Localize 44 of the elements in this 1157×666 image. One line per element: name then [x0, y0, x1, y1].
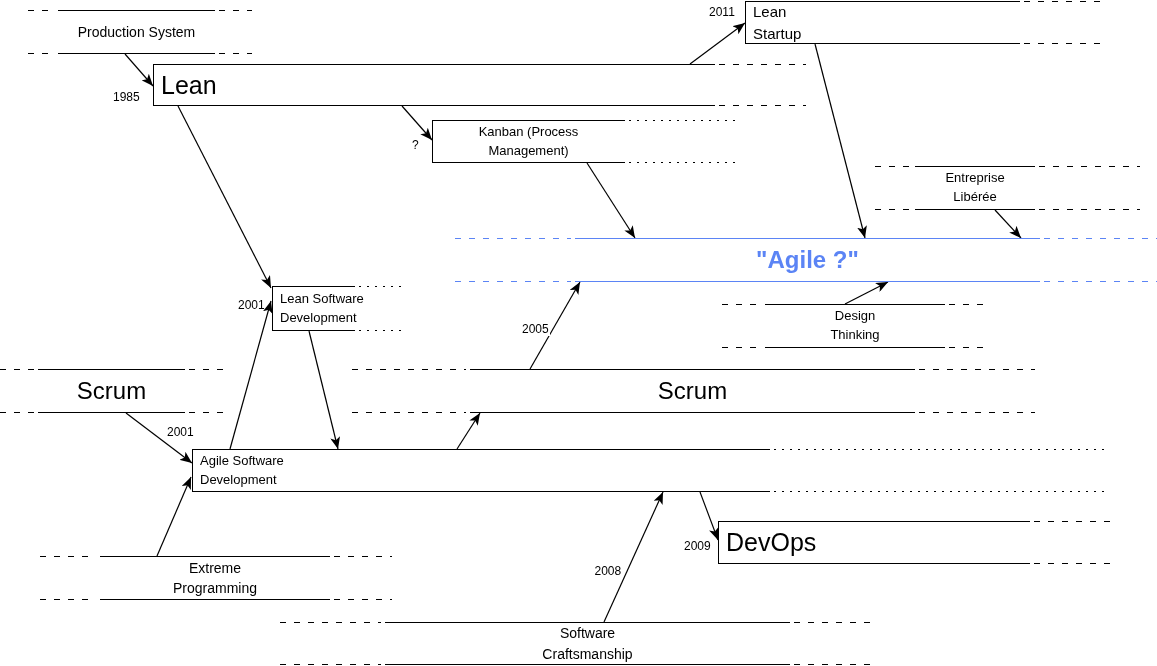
band-title: Design Thinking: [829, 307, 881, 344]
band-title: Entreprise Libérée: [944, 169, 1006, 206]
band-title: Lean Software Development: [279, 289, 365, 327]
arrow: [994, 209, 1022, 239]
band-title: Scrum: [657, 375, 728, 406]
timeline-band: [455, 238, 1157, 282]
timeline-band: [352, 369, 1035, 413]
arrow: [229, 300, 273, 450]
year-label: 2001: [238, 298, 265, 312]
edge-label: 2005: [521, 321, 550, 336]
arrow: [456, 412, 481, 450]
year-label: ?: [412, 138, 419, 152]
arrow: [699, 491, 719, 541]
arrow: [603, 491, 664, 623]
arrow: [308, 330, 340, 450]
band-title: Production System: [77, 22, 196, 42]
band-title: Lean: [160, 69, 217, 101]
arrow: [529, 281, 581, 370]
band-title: "Agile ?": [756, 244, 859, 275]
band-title: Lean Startup: [752, 1, 803, 44]
timeline-band: [40, 556, 392, 600]
arrow: [177, 105, 272, 289]
edge-label: 2001: [166, 425, 195, 439]
arrow: [156, 476, 192, 557]
arrow: [124, 53, 154, 87]
arrow: [586, 162, 636, 239]
edge-label: 2008: [593, 564, 623, 578]
arrow: [125, 412, 193, 464]
year-label: 2011: [709, 5, 735, 19]
band-title: Extreme Programming: [172, 558, 258, 598]
arrow: [401, 105, 433, 141]
timeline-band: [0, 369, 225, 413]
year-label: 2009: [684, 539, 711, 553]
timeline-band: [875, 166, 1140, 210]
band-title: Kanban (Process Management): [477, 122, 580, 160]
band-title: DevOps: [725, 527, 817, 559]
band-title: Agile Software Development: [199, 451, 285, 489]
arrow: [689, 22, 746, 65]
band-title: Software Craftsmanship: [541, 624, 634, 664]
timeline-band: [28, 10, 252, 54]
arrow: [844, 281, 889, 305]
arrow: [814, 43, 867, 239]
year-label: 1985: [113, 90, 140, 104]
band-title: Scrum: [76, 375, 147, 406]
